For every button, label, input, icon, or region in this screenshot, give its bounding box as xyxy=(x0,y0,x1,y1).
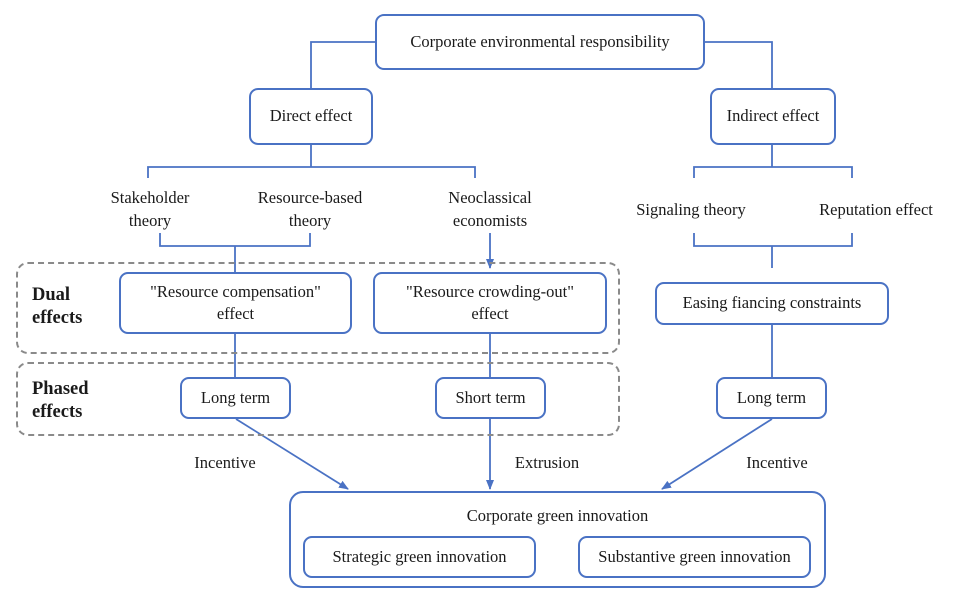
dual-effects-group xyxy=(16,262,620,354)
reputation-effect-label: Reputation effect xyxy=(819,200,933,219)
resource-compensation-label: "Resource compensation" effect xyxy=(150,281,321,323)
long-term-right-box: Long term xyxy=(716,377,827,419)
resource-compensation-box: "Resource compensation" effect xyxy=(119,272,352,334)
strategic-green-innovation-label: Strategic green innovation xyxy=(332,546,507,566)
easing-financing-constraints-label: Easing fiancing constraints xyxy=(682,293,862,313)
long-term-right-label: Long term xyxy=(736,387,807,407)
short-term-box: Short term xyxy=(435,377,546,419)
connector-top-to-indirect xyxy=(705,41,773,88)
dual-effects-label: Dual effects xyxy=(32,285,83,328)
substantive-green-innovation-box: Substantive green innovation xyxy=(578,536,811,578)
stakeholder-theory-label: Stakeholder theory xyxy=(110,188,190,231)
incentive-right-label: Incentive xyxy=(746,453,808,472)
indirect-effect-label: Indirect effect xyxy=(726,106,820,126)
corporate-environmental-responsibility-box: Corporate environmental responsibility xyxy=(375,14,705,70)
resource-based-theory-label: Resource-based theory xyxy=(257,188,363,231)
substantive-green-innovation-label: Substantive green innovation xyxy=(598,546,791,566)
direct-effect-box: Direct effect xyxy=(249,88,373,145)
long-term-left-box: Long term xyxy=(180,377,291,419)
extrusion-label: Extrusion xyxy=(514,453,580,472)
connector-direct-bracket xyxy=(147,166,476,178)
connector-indirect-bracket xyxy=(693,166,853,178)
neoclassical-economists-label: Neoclassical economists xyxy=(448,188,532,231)
phased-effects-label: Phased effects xyxy=(32,379,89,422)
connector-signaling-bracket xyxy=(693,233,853,247)
arrow-long-right-to-green xyxy=(661,418,773,490)
connector-top-to-direct xyxy=(310,41,375,88)
corporate-green-innovation-label: Corporate green innovation xyxy=(466,506,649,525)
indirect-effect-box: Indirect effect xyxy=(710,88,836,145)
resource-crowding-out-label: "Resource crowding-out" effect xyxy=(406,281,574,323)
strategic-green-innovation-box: Strategic green innovation xyxy=(303,536,536,578)
signaling-theory-label: Signaling theory xyxy=(636,200,746,219)
corporate-environmental-responsibility-label: Corporate environmental responsibility xyxy=(410,31,670,51)
easing-financing-constraints-box: Easing fiancing constraints xyxy=(655,282,889,325)
incentive-left-label: Incentive xyxy=(194,453,256,472)
long-term-left-label: Long term xyxy=(200,387,271,407)
short-term-label: Short term xyxy=(455,387,526,407)
connector-theories-bracket xyxy=(159,233,311,247)
arrow-long-left-to-green xyxy=(235,418,349,490)
direct-effect-label: Direct effect xyxy=(269,106,353,126)
phased-effects-group xyxy=(16,362,620,436)
resource-crowding-out-box: "Resource crowding-out" effect xyxy=(373,272,607,334)
